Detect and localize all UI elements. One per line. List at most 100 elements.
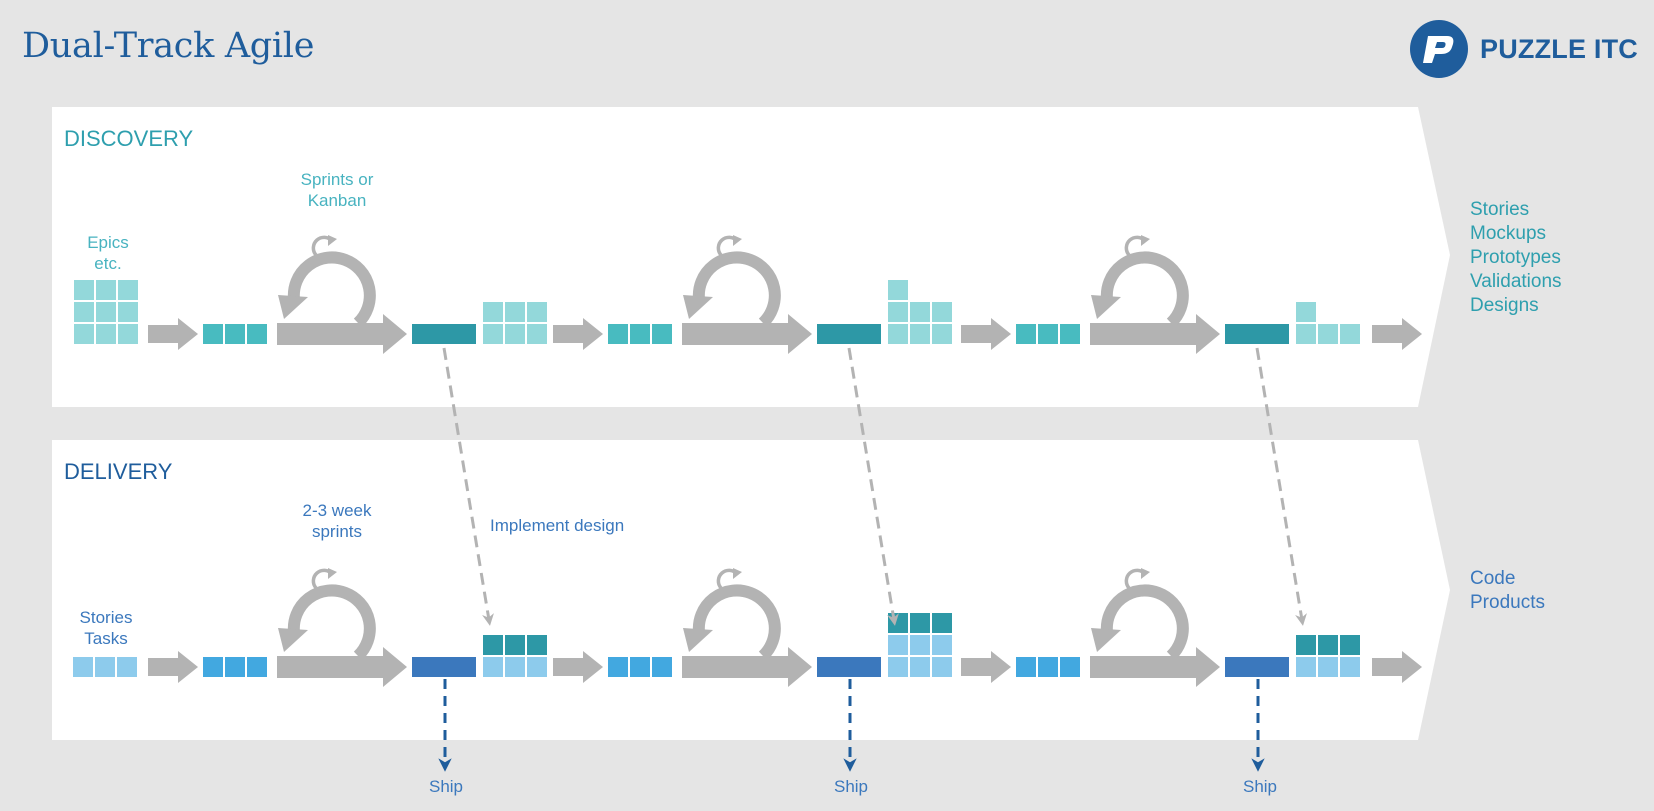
output-item: Stories <box>1470 199 1530 220</box>
daily-loop-arrowhead-icon <box>1141 235 1150 246</box>
backlog-cell <box>505 635 525 655</box>
selected-item-cell <box>1060 657 1080 677</box>
increment-block <box>817 657 881 677</box>
handoff-label: Implement design <box>490 516 625 535</box>
sprint-arrow <box>1090 647 1220 687</box>
sprint-arrow <box>277 314 407 354</box>
discovery-input-label: Epics etc. <box>68 232 148 274</box>
selected-item-cell <box>1038 657 1058 677</box>
sprint-arrow <box>277 647 407 687</box>
backlog-cell <box>1340 324 1360 344</box>
selected-item-cell <box>203 324 223 344</box>
ship-label: Ship <box>1242 777 1278 796</box>
selected-item-cell <box>1038 324 1058 344</box>
daily-loop-arrowhead-icon <box>733 235 742 246</box>
backlog-cell <box>96 324 116 344</box>
backlog-cell <box>95 657 115 677</box>
logo-text: PUZZLE ITC <box>1480 33 1638 64</box>
selected-item-cell <box>1060 324 1080 344</box>
backlog-cell <box>96 302 116 322</box>
flow-arrow <box>553 318 603 350</box>
backlog-cell <box>118 324 138 344</box>
backlog-cell <box>74 324 94 344</box>
backlog-cell <box>1296 635 1316 655</box>
backlog-cell <box>73 657 93 677</box>
backlog-cell <box>1318 324 1338 344</box>
handoff-dashed-arrow <box>442 347 494 626</box>
flow-arrow <box>961 651 1011 683</box>
backlog-cell <box>910 324 930 344</box>
backlog-cell <box>505 657 525 677</box>
flow-arrow <box>148 318 198 350</box>
output-item: Prototypes <box>1470 247 1561 268</box>
flow-arrow <box>553 651 603 683</box>
selected-item-cell <box>247 324 267 344</box>
delivery-flow <box>73 568 1422 687</box>
backlog-cell <box>118 280 138 300</box>
backlog-cell <box>888 280 908 300</box>
handoff-links <box>438 347 1307 772</box>
loop-arrowhead-icon <box>683 295 713 319</box>
handoff-dashed-arrow <box>1255 347 1307 626</box>
sprint-loop-icon <box>692 251 781 328</box>
increment-block <box>1225 324 1289 344</box>
flow-arrow <box>961 318 1011 350</box>
backlog-cell <box>505 302 525 322</box>
page-title: Dual-Track Agile <box>22 26 315 66</box>
backlog-cell <box>483 324 503 344</box>
backlog-cell <box>1318 635 1338 655</box>
output-item: Validations <box>1470 271 1562 292</box>
label-line: 2-3 week <box>302 501 372 520</box>
loop-arrowhead-icon <box>1091 628 1121 652</box>
ship-label: Ship <box>428 777 464 796</box>
output-item: Mockups <box>1470 223 1547 244</box>
sprint-arrow <box>682 647 812 687</box>
sprint-loop-icon <box>287 251 376 328</box>
backlog-cell <box>910 657 930 677</box>
label-line: Stories <box>79 608 133 627</box>
label-line: Tasks <box>84 629 128 648</box>
output-item: Code <box>1470 568 1516 589</box>
backlog-cell <box>888 302 908 322</box>
backlog-cell <box>910 302 930 322</box>
sprint-loop-icon <box>692 584 781 661</box>
flow-arrow <box>148 651 198 683</box>
selected-item-cell <box>247 657 267 677</box>
output-item: Products <box>1470 592 1545 613</box>
selected-item-cell <box>203 657 223 677</box>
backlog-cell <box>932 657 952 677</box>
increment-block <box>817 324 881 344</box>
label-line: etc. <box>94 254 122 273</box>
backlog-cell <box>483 657 503 677</box>
handoff-dashed-arrow <box>847 347 899 626</box>
discovery-cycle-label: Sprints or Kanban <box>282 169 392 211</box>
selected-item-cell <box>652 324 672 344</box>
discovery-flow <box>74 235 1422 354</box>
backlog-cell <box>527 324 547 344</box>
sprint-arrow <box>682 314 812 354</box>
selected-item-cell <box>1016 657 1036 677</box>
label-line: Kanban <box>307 191 367 210</box>
backlog-cell <box>910 613 930 633</box>
daily-loop-arrowhead-icon <box>733 568 742 579</box>
flow-arrow <box>1372 651 1422 683</box>
backlog-cell <box>1296 302 1316 322</box>
increment-block <box>412 657 476 677</box>
loop-arrowhead-icon <box>1091 295 1121 319</box>
backlog-cell <box>527 302 547 322</box>
backlog-cell <box>483 302 503 322</box>
flow-arrow <box>1372 318 1422 350</box>
backlog-cell <box>888 613 908 633</box>
output-item: Designs <box>1470 295 1539 316</box>
daily-loop-arrowhead-icon <box>1141 568 1150 579</box>
backlog-cell <box>932 302 952 322</box>
sprint-arrow <box>1090 314 1220 354</box>
loop-arrowhead-icon <box>278 295 308 319</box>
backlog-cell <box>527 657 547 677</box>
increment-block <box>412 324 476 344</box>
backlog-cell <box>1296 657 1316 677</box>
loop-arrowhead-icon <box>278 628 308 652</box>
backlog-cell <box>96 280 116 300</box>
daily-loop-arrowhead-icon <box>328 568 337 579</box>
backlog-cell <box>932 635 952 655</box>
